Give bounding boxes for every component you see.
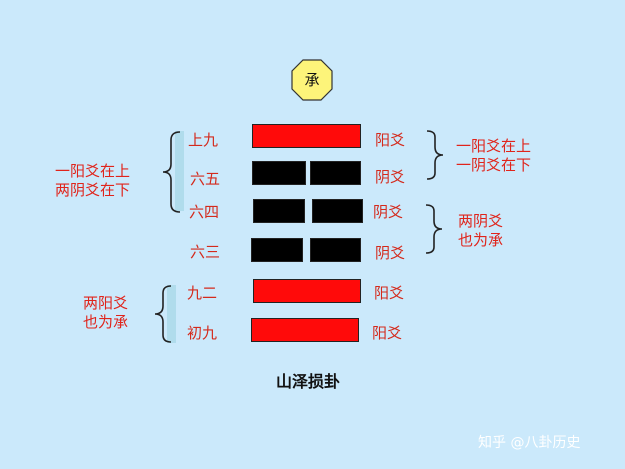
yao-type-6: 阳爻 <box>372 324 403 342</box>
line-name-3: 六四 <box>189 203 220 221</box>
line-name-4: 六三 <box>190 243 221 261</box>
annotation-right-mid-2: 也为承 <box>458 231 504 249</box>
line-name-6: 初九 <box>187 324 218 342</box>
line-name-1: 上九 <box>188 131 219 149</box>
yang-line-2 <box>253 279 361 303</box>
annotation-right-top-2: 一阴爻在下 <box>456 156 532 174</box>
left-top-band <box>175 131 184 211</box>
right-mid-brace <box>425 204 443 254</box>
right-top-brace <box>426 130 444 180</box>
annotation-right-top-1: 一阳爻在上 <box>456 137 532 155</box>
annotation-left-top-1: 一阳爻在上 <box>55 162 131 180</box>
yao-type-4: 阴爻 <box>375 244 406 262</box>
cheng-badge <box>291 59 333 101</box>
yin-line-3-left <box>251 238 303 262</box>
yin-line-4-left <box>253 199 305 223</box>
annotation-left-bottom-1: 两阳爻 <box>83 294 129 312</box>
left-top-brace <box>162 131 181 213</box>
yin-line-3-right <box>310 238 361 262</box>
annotation-right-mid-1: 两阴爻 <box>458 212 504 230</box>
annotation-left-top-2: 两阴爻在下 <box>55 181 131 199</box>
yang-line-top <box>252 124 361 148</box>
watermark: 知乎 @八卦历史 <box>478 435 581 451</box>
line-name-2: 六五 <box>190 170 221 188</box>
yao-type-2: 阴爻 <box>375 168 406 186</box>
yang-line-bottom <box>251 318 359 342</box>
yao-type-3: 阴爻 <box>373 203 404 221</box>
badge-text: 承 <box>304 71 320 89</box>
left-bottom-brace <box>154 285 172 343</box>
yin-line-4-right <box>312 199 363 223</box>
yin-line-5-left <box>252 161 306 185</box>
yin-line-5-right <box>310 161 361 185</box>
line-name-5: 九二 <box>187 284 218 302</box>
annotation-left-bottom-2: 也为承 <box>83 313 129 331</box>
yao-type-5: 阳爻 <box>374 284 405 302</box>
yao-type-1: 阳爻 <box>375 131 406 149</box>
hexagram-title: 山泽损卦 <box>275 372 340 391</box>
left-bottom-band <box>167 285 176 343</box>
